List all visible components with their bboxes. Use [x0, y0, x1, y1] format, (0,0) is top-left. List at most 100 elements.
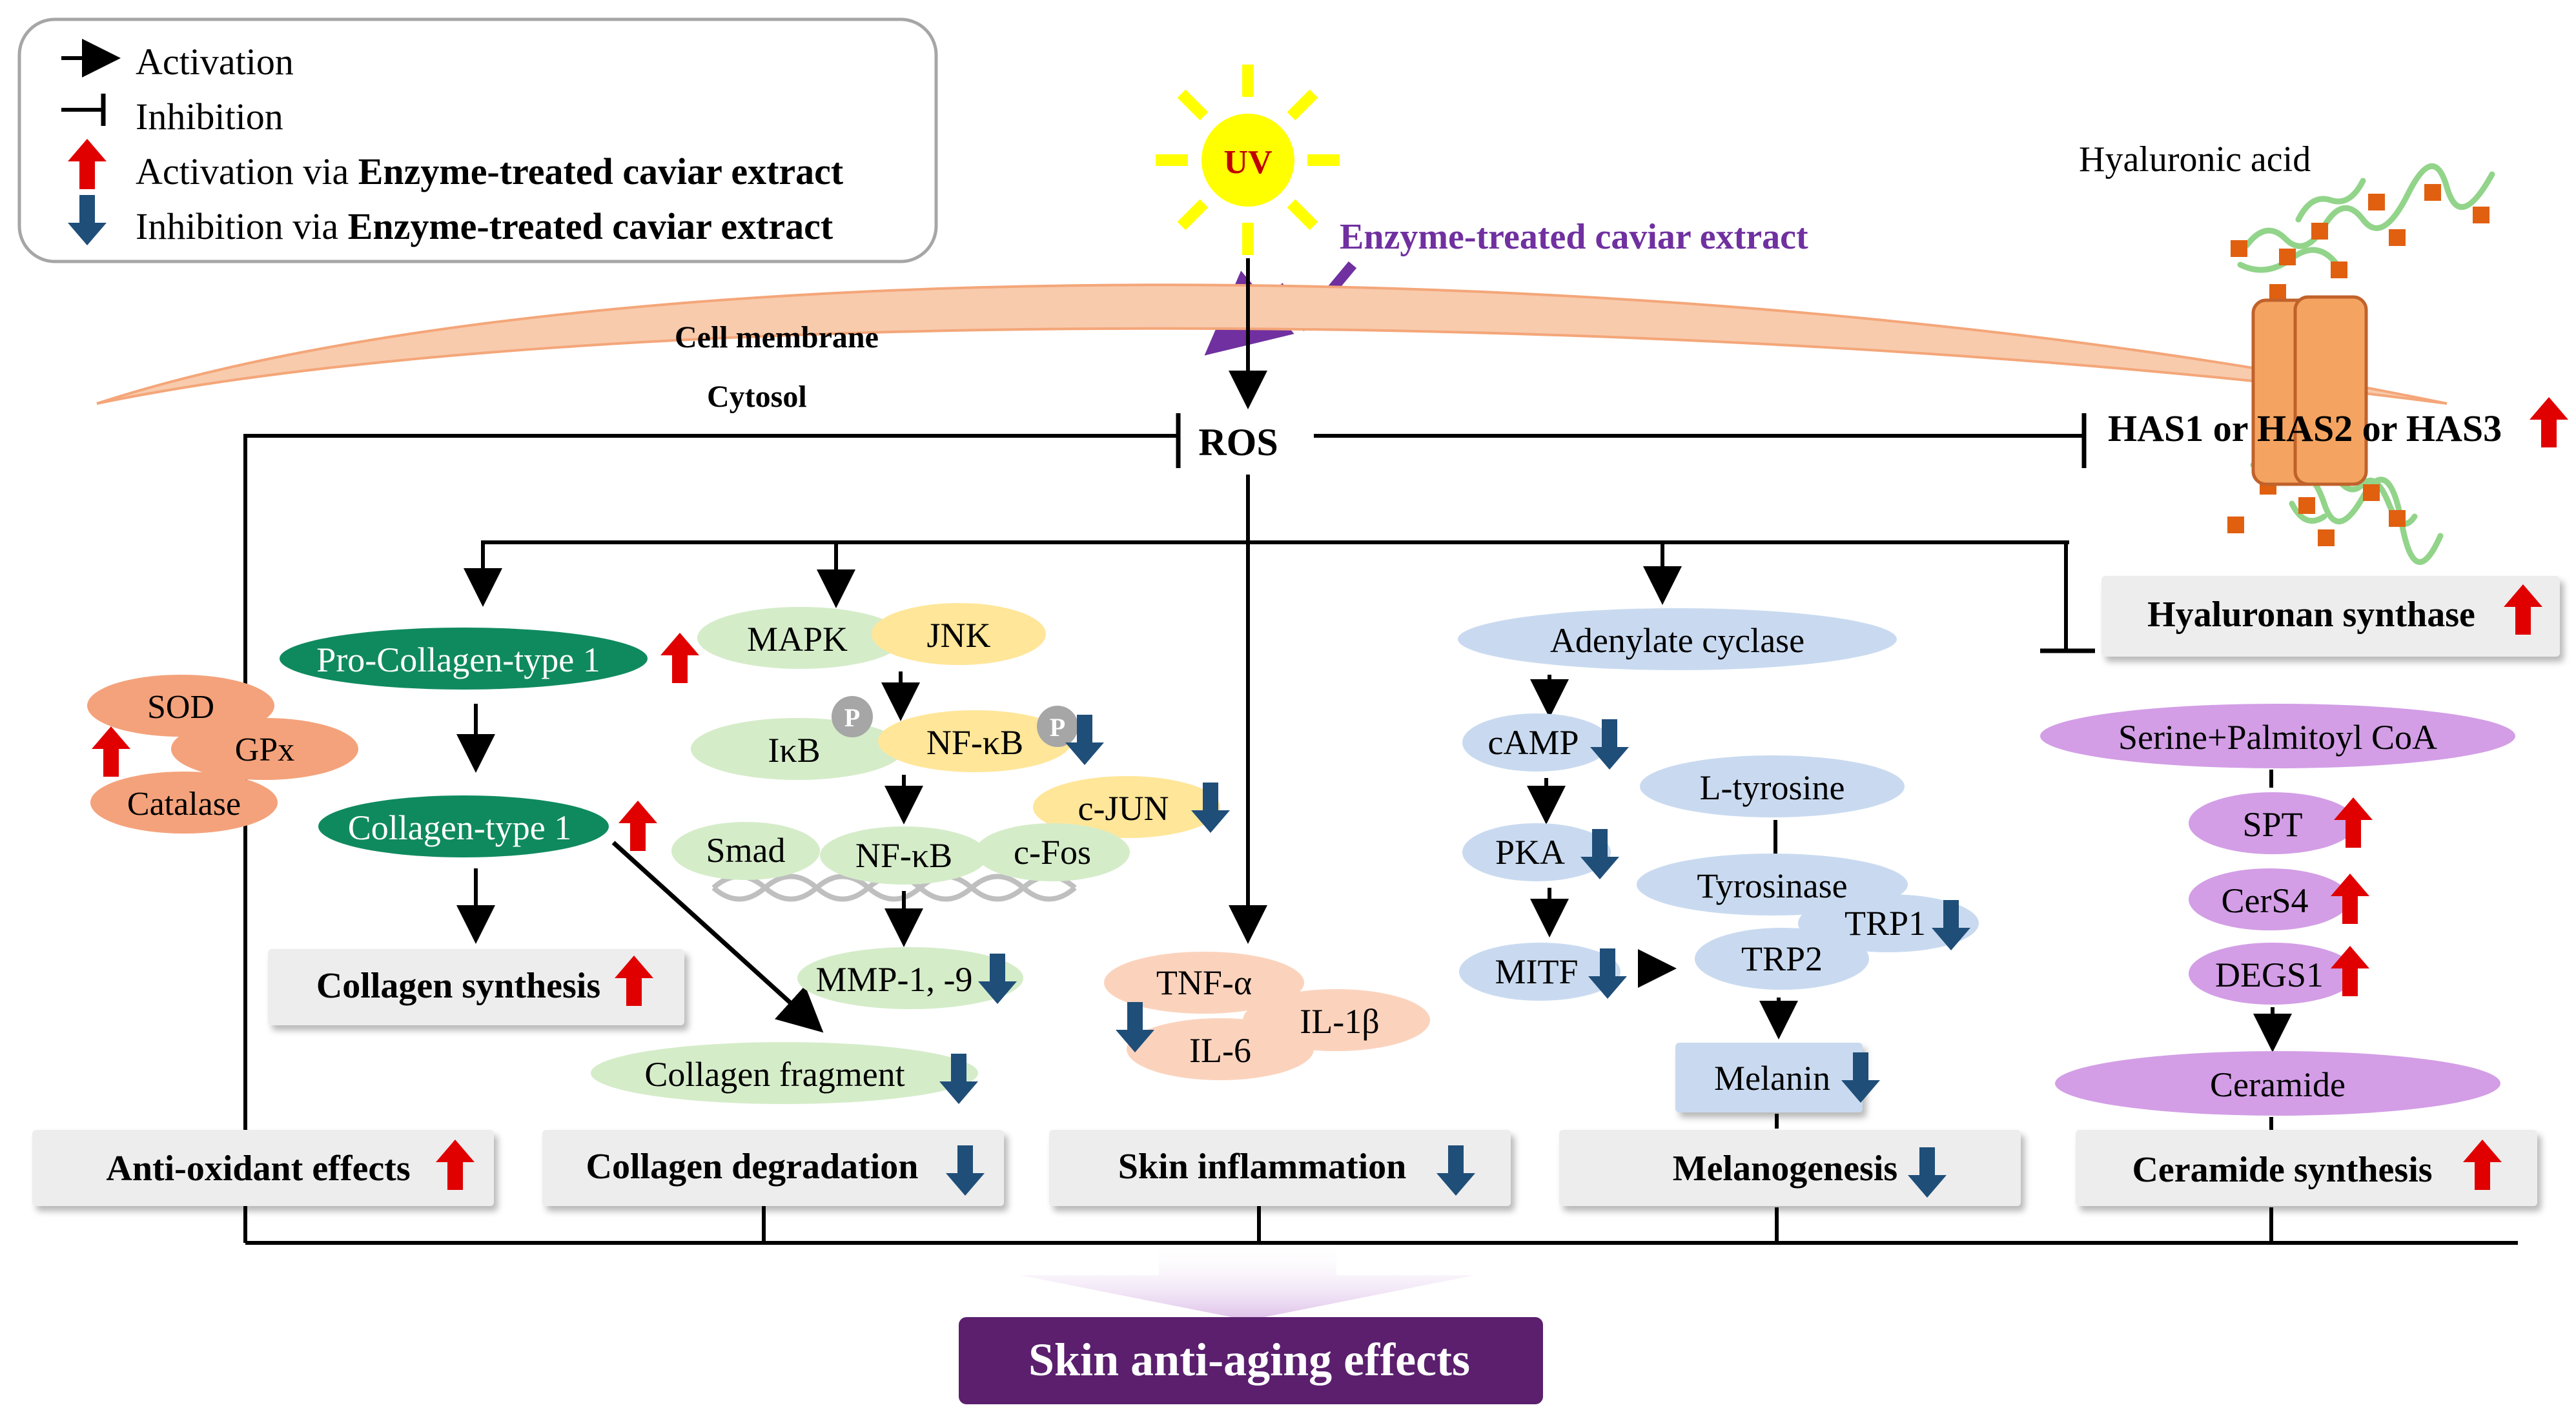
melanogenesis-down-arrow-icon	[1908, 1147, 1947, 1198]
pka-label: PKA	[1495, 833, 1565, 872]
tnf-node	[1104, 952, 1304, 1014]
anti-oxidant-up-arrow-icon	[436, 1140, 475, 1190]
catalase-label: Catalase	[127, 786, 241, 823]
svg-text:P: P	[844, 703, 860, 732]
melanogenesis-box	[1559, 1130, 2021, 1206]
cytosol-label: Cytosol	[707, 380, 807, 414]
skin-inflammation-label: Skin inflammation	[1118, 1147, 1407, 1187]
serine-palmitoyl-node	[2040, 704, 2515, 768]
pka-down-arrow-icon	[1580, 829, 1619, 879]
cers4-node	[2189, 868, 2350, 930]
spt-up-arrow-icon	[2334, 797, 2373, 848]
melanin-down-arrow-icon	[1841, 1052, 1880, 1103]
down-arrow-icon	[68, 195, 107, 245]
nfkb-node	[878, 710, 1072, 772]
svg-text:P: P	[1050, 713, 1065, 742]
melanin-label: Melanin	[1714, 1059, 1830, 1098]
pka-node	[1462, 823, 1611, 881]
cers4-label: CerS4	[2222, 881, 2309, 920]
outcome-label: Skin anti-aging effects	[1028, 1334, 1470, 1386]
camp-label: cAMP	[1487, 723, 1579, 762]
cell-membrane-band	[96, 283, 2448, 405]
spt-label: SPT	[2242, 805, 2302, 844]
cjun-node	[1033, 776, 1220, 838]
trp2-label: TRP2	[1741, 939, 1823, 978]
degs1-node	[2189, 943, 2356, 1005]
pro-collagen-label: Pro-Collagen-type 1	[316, 640, 600, 679]
antioxidant-up-arrow-icon	[92, 726, 130, 777]
has-label: HAS1 or HAS2 or HAS3	[2108, 407, 2502, 449]
skin-inflammation-down-arrow-icon	[1436, 1145, 1475, 1196]
legend-activation: Activation	[136, 41, 294, 83]
degs1-label: DEGS1	[2215, 956, 2324, 994]
nfkb-phospho-icon	[1037, 706, 1078, 747]
extract-label: Enzyme-treated caviar extract	[1340, 217, 1808, 257]
outcome-box	[959, 1317, 1543, 1404]
legend-activation-via: Activation via Enzyme-treated caviar ext…	[136, 150, 844, 192]
trp1-label: TRP1	[1845, 904, 1926, 943]
nfkb2-label: NF-κB	[855, 836, 952, 875]
cell-membrane-label: Cell membrane	[675, 320, 879, 354]
melanin-node	[1675, 1043, 1863, 1112]
legend-inhibition: Inhibition	[136, 96, 283, 138]
collagen-degradation-box	[542, 1130, 1004, 1206]
collagen-degradation-down-arrow-icon	[946, 1145, 985, 1196]
melanogenesis-label: Melanogenesis	[1673, 1149, 1897, 1189]
ceramide-synthesis-box	[2076, 1130, 2537, 1206]
spt-node	[2189, 792, 2356, 854]
mapk-label: MAPK	[747, 620, 848, 659]
sod-label: SOD	[147, 689, 214, 726]
cfos-node	[975, 823, 1130, 881]
outcome-arrow	[1020, 1243, 1475, 1320]
serine-palmitoyl-label: Serine+Palmitoyl CoA	[2118, 718, 2437, 757]
jnk-label: JNK	[926, 616, 990, 655]
inflammation-down-arrow-icon	[1116, 1002, 1154, 1052]
collagen-fragment-down-arrow-icon	[939, 1054, 978, 1104]
camp-down-arrow-icon	[1590, 719, 1629, 770]
mitf-label: MITF	[1495, 952, 1578, 991]
collagen-type1-up-arrow-icon	[618, 801, 657, 851]
anti-oxidant-box	[32, 1130, 494, 1206]
cjun-label: c-JUN	[1078, 789, 1169, 828]
ceramide-synthesis-up-arrow-icon	[2463, 1140, 2502, 1190]
mitf-node	[1459, 943, 1620, 1001]
trp1-down-arrow-icon	[1932, 900, 1970, 950]
il6-label: IL-6	[1189, 1031, 1251, 1070]
hyaluronan-label: Hyaluronan synthase	[2147, 595, 2475, 635]
pro-collagen-up-arrow-icon	[660, 633, 699, 683]
ceramide-label: Ceramide	[2210, 1065, 2346, 1104]
collagen-type1-node	[318, 795, 609, 857]
l-tyrosine-label: L-tyrosine	[1700, 768, 1845, 807]
collagen-synthesis-up-arrow-icon	[615, 956, 653, 1006]
up-arrow-icon	[68, 139, 107, 189]
ikb-phospho-icon	[832, 696, 873, 737]
trp2-node	[1695, 928, 1869, 990]
il6-node	[1127, 1018, 1314, 1080]
hyaluronic-units	[2227, 184, 2489, 546]
nfkb-label: NF-κB	[926, 723, 1023, 762]
has-up-arrow-icon	[2530, 397, 2568, 447]
hyaluronan-up-arrow-icon	[2504, 584, 2542, 635]
uv-label: UV	[1223, 144, 1272, 181]
cers4-up-arrow-icon	[2331, 874, 2369, 924]
has-channel-icon	[2251, 295, 2368, 486]
mmp-node	[797, 947, 1023, 1009]
nfkb2-node	[820, 826, 988, 885]
smad-node	[671, 822, 820, 880]
adenylate-cyclase-label: Adenylate cyclase	[1550, 621, 1804, 660]
uv-sun-icon: UV	[1156, 65, 1340, 255]
catalase-node	[90, 772, 278, 834]
collagen-fragment-node	[591, 1042, 978, 1104]
gpx-node	[171, 718, 358, 780]
adenylate-cyclase-node	[1458, 608, 1897, 670]
cjun-down-arrow-icon	[1191, 783, 1230, 833]
mapk-node	[697, 607, 904, 669]
degs1-up-arrow-icon	[2331, 946, 2369, 996]
collagen-degradation-label: Collagen degradation	[586, 1147, 919, 1187]
collagen-type1-label: Collagen-type 1	[348, 808, 571, 847]
legend-inhibition-via: Inhibition via Enzyme-treated caviar ext…	[136, 205, 833, 247]
mmp-down-arrow-icon	[978, 954, 1017, 1004]
cfos-label: c-Fos	[1014, 833, 1091, 872]
